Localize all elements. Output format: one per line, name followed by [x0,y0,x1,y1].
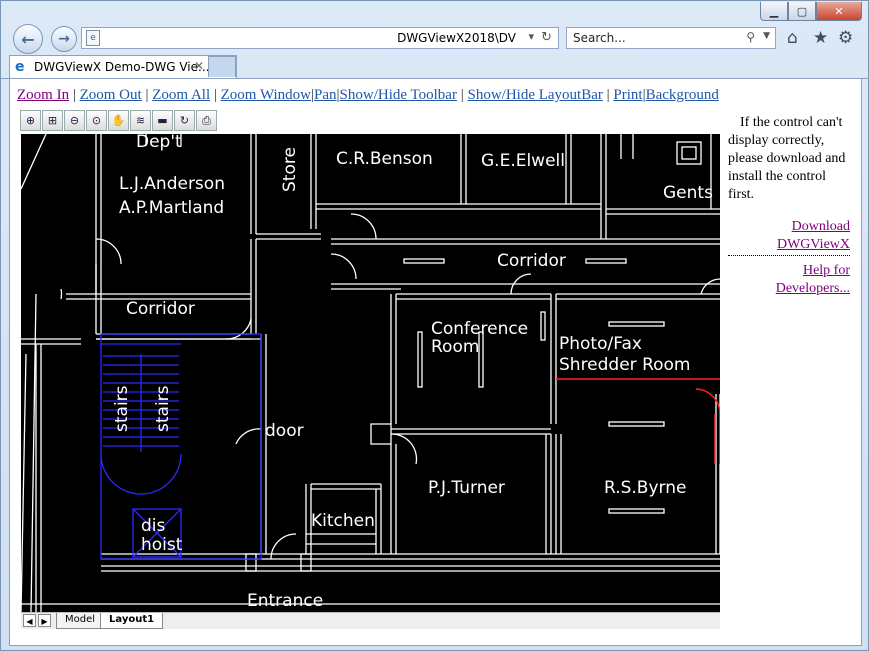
refresh-icon[interactable]: ↻ [541,30,552,45]
tab-title: DWGViewX Demo-DWG Vie... [34,60,210,74]
label-benson: C.R.Benson [336,149,433,169]
dropdown-icon[interactable]: ▾ [528,30,534,43]
link-separator: | [642,87,646,103]
link-zoom-in[interactable]: Zoom In [17,87,70,103]
link-zoom-all[interactable]: Zoom All [152,87,211,103]
label-conference: Conference [431,319,528,339]
search-input[interactable]: Search... ⚲ ▼ [566,27,776,49]
page-content: Zoom In | Zoom Out | Zoom All | Zoom Win… [9,78,862,646]
label-corridor-top: Corridor [497,251,566,271]
link-zoom-window[interactable]: Zoom Window [220,87,312,103]
label-stairs-left: stairs [112,385,132,432]
tab-strip: e DWGViewX Demo-DWG Vie... ✕ [1,54,869,79]
settings-gear-icon[interactable]: ⚙ [838,28,854,48]
dwg-toolbar: ⊕⊞⊖⊙✋≋▬↻⎙ [20,110,217,132]
zoom-all-icon[interactable]: ⊙ [86,110,107,131]
label-store: Store [280,147,300,192]
link-background[interactable]: Background [645,87,719,103]
link-separator: | [69,87,80,103]
tab-dwgviewx-demo[interactable]: e DWGViewX Demo-DWG Vie... ✕ [9,55,237,78]
link-zoom-out[interactable]: Zoom Out [79,87,142,103]
link-separator: | [456,87,468,103]
back-arrow-icon[interactable]: ← [13,24,43,54]
link-print[interactable]: Print [613,87,643,103]
walls [21,134,720,612]
layers-icon[interactable]: ≋ [130,110,151,131]
label-shredder-room: Shredder Room [559,355,690,375]
command-links: Zoom In | Zoom Out | Zoom All | Zoom Win… [17,87,719,104]
label-corridor-left: Corridor [126,299,195,319]
label-kitchen: Kitchen [311,511,375,531]
layout-bar: ◀ ▶ Model Layout1 [21,612,720,629]
label-conference-room: Room [431,337,479,357]
download-link[interactable]: Download DWGViewX [776,219,850,252]
label-photo-fax: Photo/Fax [559,334,642,354]
floor-plan: Dep't L.J.Anderson A.P.Martland Store C.… [21,134,720,612]
print-icon[interactable]: ⎙ [196,110,217,131]
label-door: door [265,421,304,441]
sidebar-intro: If the control can't display correctly, … [728,115,846,202]
label-byrne: R.S.Byrne [604,478,686,498]
layout-tab-model[interactable]: Model [56,613,105,629]
link-separator: | [311,87,315,103]
link-separator: | [602,87,614,103]
label-entrance: Entrance [247,591,323,611]
help-link[interactable]: Help for Developers... [775,263,850,296]
label-anderson: L.J.Anderson [119,174,225,194]
layout-next-icon[interactable]: ▶ [38,614,51,627]
address-text: DWGViewX2018\DV [397,31,516,45]
zoom-in-icon[interactable]: ⊕ [20,110,41,131]
window-controls: ▁ ▢ ✕ [760,2,862,21]
forward-arrow-icon[interactable]: → [51,26,77,52]
address-bar[interactable]: e DWGViewX2018\DV ▾ ↻ [81,27,559,49]
maximize-button[interactable]: ▢ [788,2,816,21]
link-separator: | [336,87,340,103]
label-elwell: G.E.Elwell [481,151,565,171]
search-icon[interactable]: ⚲ [746,30,755,44]
label-gents: Gents [663,183,713,203]
label-turner: P.J.Turner [428,478,505,498]
label-dept: Dep't [136,134,182,152]
room-labels: Dep't L.J.Anderson A.P.Martland Store C.… [112,134,713,611]
link-separator: | [210,87,221,103]
label-hoist: hoist [141,535,183,555]
red-lines [556,378,720,464]
layout-tab-layout1[interactable]: Layout1 [100,613,164,629]
link-separator: | [141,87,153,103]
sidebar: If the control can't display correctly, … [728,114,850,298]
zoom-out-icon[interactable]: ⊖ [64,110,85,131]
dwg-canvas[interactable]: Dep't L.J.Anderson A.P.Martland Store C.… [21,134,720,612]
search-dropdown-icon[interactable]: ▼ [763,31,770,41]
stairs [100,333,262,560]
link-show-hide-layoutbar[interactable]: Show/Hide LayoutBar [467,87,603,103]
zoom-window-icon[interactable]: ⊞ [42,110,63,131]
tab-close-icon[interactable]: ✕ [194,59,205,73]
link-show-hide-toolbar[interactable]: Show/Hide Toolbar [339,87,457,103]
layout-prev-icon[interactable]: ◀ [23,614,36,627]
ie-icon: e [15,59,25,75]
home-icon[interactable]: ⌂ [787,28,798,48]
new-tab-button[interactable] [208,56,236,77]
favorites-star-icon[interactable]: ★ [813,28,829,48]
regen-icon[interactable]: ↻ [174,110,195,131]
search-placeholder: Search... [573,31,626,45]
navigation-bar: ← → e DWGViewX2018\DV ▾ ↻ Search... ⚲ ▼ [1,21,869,57]
pan-icon[interactable]: ✋ [108,110,129,131]
label-martland: A.P.Martland [119,198,224,218]
minimize-button[interactable]: ▁ [760,2,788,21]
divider [728,255,850,256]
label-dis: dis [141,516,166,536]
label-stairs-right: stairs [153,385,173,432]
background-color-icon[interactable]: ▬ [152,110,173,131]
page-icon: e [86,30,100,46]
close-window-button[interactable]: ✕ [816,2,862,21]
link-pan[interactable]: Pan [314,87,337,103]
